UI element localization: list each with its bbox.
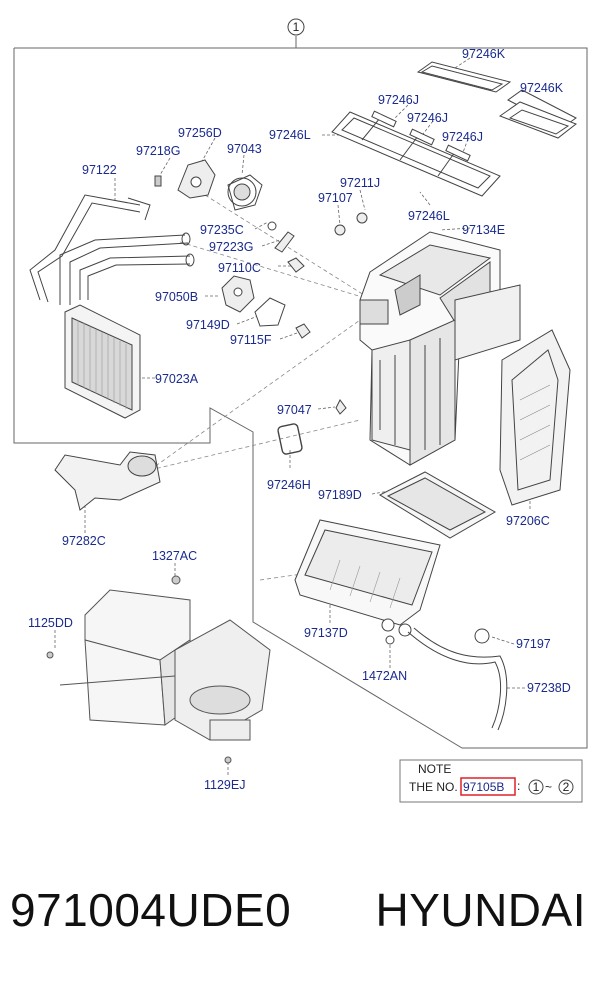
gasket-97246H xyxy=(277,423,303,455)
label-97189D: 97189D xyxy=(318,488,362,502)
note-range-start: 1 xyxy=(533,780,540,794)
label-1327AC: 1327AC xyxy=(152,549,197,563)
part-number: 971004UDE0 xyxy=(10,884,292,936)
label-97238D: 97238D xyxy=(527,681,571,695)
label-97246K-right: 97246K xyxy=(520,81,564,95)
label-97107: 97107 xyxy=(318,191,353,205)
svg-text:1: 1 xyxy=(293,20,300,34)
label-97246J-c: 97246J xyxy=(442,130,483,144)
blower-unit xyxy=(46,575,271,764)
brand-name: HYUNDAI xyxy=(375,884,586,936)
callout-1: 1 xyxy=(287,18,305,36)
label-1125DD: 1125DD xyxy=(28,616,73,630)
actuator-parts xyxy=(154,159,368,415)
label-97047: 97047 xyxy=(277,403,312,417)
gasket-strips xyxy=(331,61,577,197)
label-97235C: 97235C xyxy=(200,223,244,237)
drain-hose xyxy=(385,627,508,731)
label-97246K-top: 97246K xyxy=(462,47,506,61)
label-97211J: 97211J xyxy=(340,176,380,190)
heater-pipes xyxy=(29,194,195,305)
caption-bar: 971004UDE0 HYUNDAI xyxy=(0,870,600,950)
label-97246H: 97246H xyxy=(267,478,311,492)
note-ref-highlight xyxy=(460,777,516,796)
filter-tray xyxy=(378,471,497,539)
leader-lines xyxy=(54,57,541,775)
label-97246L-b: 97246L xyxy=(408,209,450,223)
label-97246J-b: 97246J xyxy=(407,111,448,125)
label-97137D: 97137D xyxy=(304,626,348,640)
label-97023A: 97023A xyxy=(155,372,199,386)
assembly-frame xyxy=(13,36,588,749)
label-97149D: 97149D xyxy=(186,318,230,332)
note-title: NOTE xyxy=(418,762,451,776)
label-97043: 97043 xyxy=(227,142,262,156)
note-range-end: 2 xyxy=(563,780,570,794)
lower-case xyxy=(294,519,441,637)
label-97110C: 97110C xyxy=(218,261,261,275)
label-97206C: 97206C xyxy=(506,514,550,528)
label-97256D: 97256D xyxy=(178,126,222,140)
label-97246J-a: 97246J xyxy=(378,93,419,107)
dash-guides xyxy=(149,194,401,581)
label-97197: 97197 xyxy=(516,637,551,651)
part-labels: 97246K 97246K 97246J 97246J 97246J 97246… xyxy=(28,47,571,792)
label-1129EJ: 1129EJ xyxy=(204,778,245,792)
label-1472AN: 1472AN xyxy=(362,669,407,683)
note-separator: : xyxy=(517,779,520,793)
label-97246L-a: 97246L xyxy=(269,128,311,142)
parts-diagram: 1 xyxy=(13,18,588,803)
label-97115F: 97115F xyxy=(230,333,272,347)
hvac-housing xyxy=(359,231,521,466)
note-tilde: ~ xyxy=(545,780,552,794)
note-prefix: THE NO. xyxy=(409,780,458,794)
note-ref: 97105B xyxy=(463,780,504,794)
label-97223G: 97223G xyxy=(209,240,253,254)
side-cover xyxy=(499,329,571,506)
label-97282C: 97282C xyxy=(62,534,106,548)
label-97050B: 97050B xyxy=(155,290,198,304)
blower-duct xyxy=(54,451,161,511)
label-97122: 97122 xyxy=(82,163,117,177)
note-box: NOTE THE NO. 97105B : 1 ~ 2 xyxy=(399,759,583,803)
label-97218G: 97218G xyxy=(136,144,180,158)
label-97134E: 97134E xyxy=(462,223,505,237)
heater-core xyxy=(64,304,141,419)
